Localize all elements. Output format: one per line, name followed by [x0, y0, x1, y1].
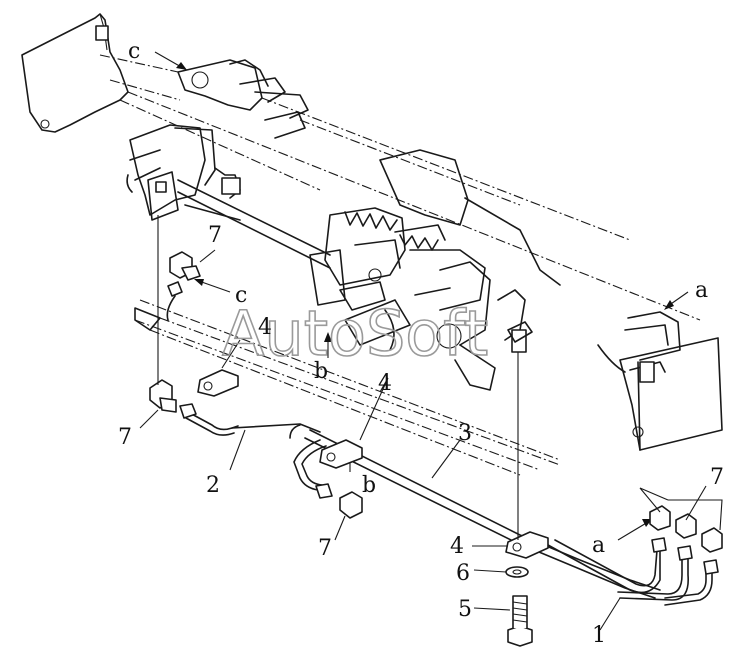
watermark-text: AutoSoft: [222, 297, 488, 370]
label-c-mid: c: [235, 283, 247, 308]
label-a-bottom: a: [592, 533, 605, 558]
label-part-6: 6: [456, 561, 470, 586]
label-part-4-upper: 4: [258, 315, 272, 340]
label-part-5: 5: [458, 597, 472, 622]
label-part-4-mid: 4: [378, 371, 392, 396]
label-a-right: a: [695, 278, 708, 303]
label-b-mid: b: [362, 473, 376, 498]
callout-labels: c c a a b b 4 4 4 7 7 7 7 2 3 6 5 1: [118, 39, 724, 648]
label-part-7-right: 7: [710, 465, 724, 490]
pipe-assemblies: [185, 411, 713, 606]
frame-structure: [21, 13, 723, 476]
label-part-7-left: 7: [118, 425, 132, 450]
leader-lines: [139, 215, 723, 631]
label-part-7-upper: 7: [208, 223, 222, 248]
label-part-3: 3: [458, 421, 472, 446]
fittings-and-clamps: [149, 251, 723, 647]
label-part-7-lower: 7: [318, 536, 332, 561]
label-part-2: 2: [206, 473, 220, 498]
label-part-4-lower: 4: [450, 534, 464, 559]
label-c-top: c: [128, 39, 140, 64]
direction-arrows: [154, 51, 689, 541]
label-part-1: 1: [592, 623, 606, 648]
label-b-top: b: [314, 359, 328, 384]
